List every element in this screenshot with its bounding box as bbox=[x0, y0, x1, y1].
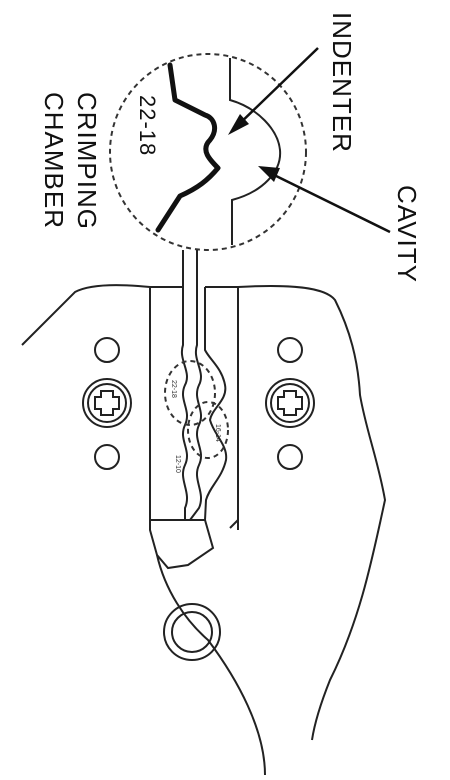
crimping-label: CRIMPING bbox=[72, 92, 102, 230]
chamber-size-label: 22-18 bbox=[135, 95, 160, 156]
svg-text:22-18: 22-18 bbox=[170, 380, 177, 398]
jaw-crimp-profile: 22-18 16-14 12-10 bbox=[164, 287, 229, 521]
cavity-label: CAVITY bbox=[392, 185, 422, 283]
svg-text:16-14: 16-14 bbox=[214, 424, 221, 442]
tool-jaw-outline bbox=[21, 284, 387, 776]
cavity-arrow bbox=[258, 166, 391, 234]
indenter-arrow bbox=[228, 47, 319, 135]
svg-text:12-10: 12-10 bbox=[174, 455, 181, 473]
right-rivet-top bbox=[277, 337, 303, 363]
right-screw-icon bbox=[265, 378, 315, 428]
left-rivet-top bbox=[94, 337, 120, 363]
right-rivet-bottom bbox=[277, 444, 303, 470]
pivot-ring-icon bbox=[163, 603, 221, 661]
chamber-label: CHAMBER bbox=[39, 92, 69, 229]
magnified-chamber bbox=[109, 53, 307, 287]
left-screw-icon bbox=[82, 378, 132, 428]
indenter-label: INDENTER bbox=[327, 12, 357, 153]
left-rivet-bottom bbox=[94, 444, 120, 470]
